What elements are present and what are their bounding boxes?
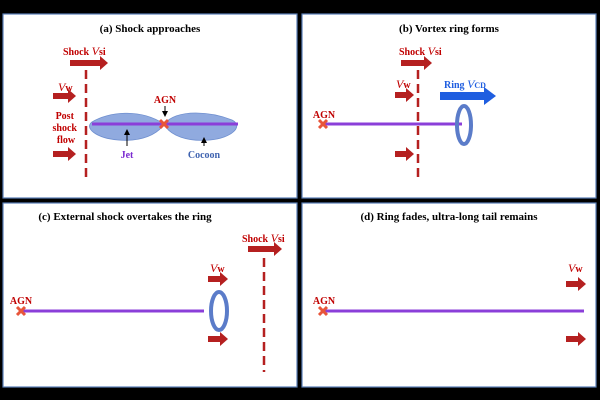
panel-b-wind-arrow-top [395,88,414,102]
panel-b-title: (b) Vortex ring forms [399,23,500,35]
panel-d-wind-arrow-bottom [566,332,586,346]
panel-d-agn-label: AGN [313,296,336,307]
panel-c: (c) External shock overtakes the ring Sh… [2,202,298,388]
panel-d: (d) Ring fades, ultra-long tail remains … [301,202,597,388]
panel-c-frame [2,202,298,388]
panel-c-wind-arrow-bottom [208,332,228,346]
panel-c-vortex-ring [209,290,229,332]
panel-a-wind-arrow-top [53,89,76,103]
panel-a-shock-arrow [70,56,108,70]
panel-a-cocoon-left [89,112,165,141]
panel-a-cocoon-label: Cocoon [188,150,221,161]
panel-d-frame [301,202,597,388]
panel-b-ring-arrow [440,87,496,105]
panel-c-agn-marker [15,305,27,317]
panel-c-wind-arrow-top [208,272,228,286]
panel-b-agn-marker [317,118,329,130]
panel-a-jet-label: Jet [121,150,134,161]
panel-b-frame [301,13,597,199]
panel-a: (a) Shock approaches Shock Vsi Vw Post s… [2,13,298,199]
panel-c-shock-arrow [248,242,282,256]
panel-a-title: (a) Shock approaches [100,23,201,35]
panel-c-shock-label: Shock Vsi [242,231,285,245]
panel-d-wind-arrow-top [566,277,586,291]
panel-a-wind-arrow-bottom [53,147,76,161]
panel-b-vw-label: Vw [396,77,411,91]
panel-c-title: (c) External shock overtakes the ring [38,211,212,223]
panel-a-vw-label: Vw [58,80,73,94]
panel-a-agn-marker [158,118,170,130]
panel-b-agn-label: AGN [313,110,336,121]
panel-d-agn-marker [317,305,329,317]
panel-d-vw-label: Vw [568,261,583,275]
panel-b-ring-label: Ring VCD [444,77,486,91]
panel-a-cocoon-right [163,112,238,141]
panel-d-title: (d) Ring fades, ultra-long tail remains [360,211,538,223]
panel-a-post-shock-label: Post shock flow [53,111,80,146]
panel-c-vw-label: Vw [210,261,225,275]
panel-b-vortex-ring [455,104,473,146]
panel-b: (b) Vortex ring forms Shock Vsi Vw Ring … [301,13,597,199]
panel-b-wind-arrow-bottom [395,147,414,161]
panel-c-agn-label: AGN [10,296,33,307]
panel-b-shock-label: Shock Vsi [399,44,442,58]
panel-b-shock-arrow [401,56,432,70]
panel-a-agn-label: AGN [154,95,177,106]
panel-a-shock-label: Shock Vsi [63,44,106,58]
panel-a-frame [2,13,298,199]
